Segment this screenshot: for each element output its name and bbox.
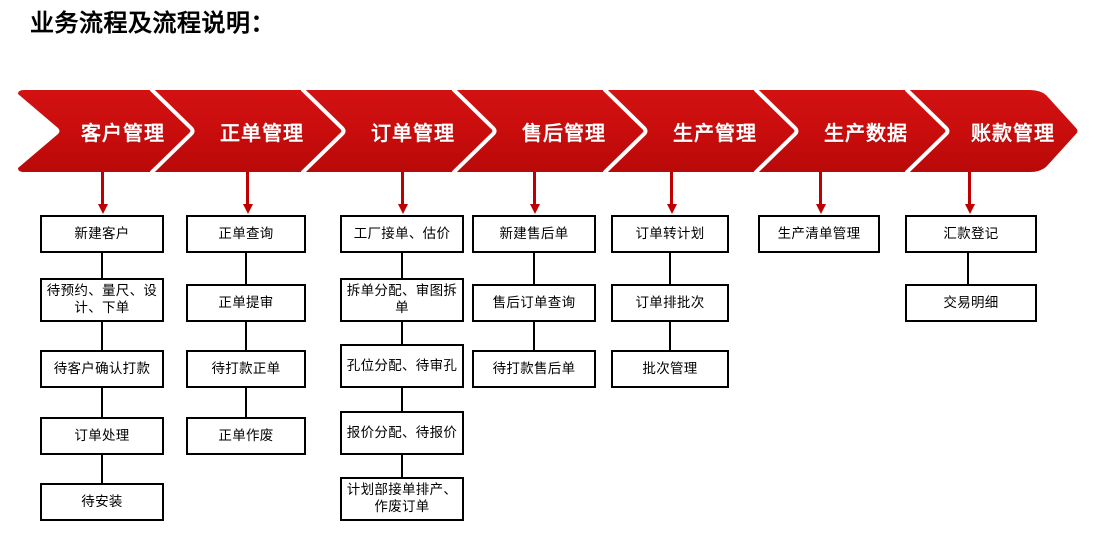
- flow-box-c3-1[interactable]: 工厂接单、估价: [340, 215, 464, 253]
- flow-box-c3-3[interactable]: 孔位分配、待审孔: [340, 344, 464, 388]
- red-arrow-col-4: [533, 172, 536, 205]
- connector-c3-1-2: [401, 253, 403, 278]
- flow-box-c1-5[interactable]: 待安装: [40, 483, 164, 521]
- flow-box-c2-4[interactable]: 正单作废: [186, 417, 306, 455]
- flow-box-label: 待打款售后单: [492, 360, 576, 377]
- flow-box-c4-3[interactable]: 待打款售后单: [472, 350, 596, 388]
- flow-box-label: 生产清单管理: [777, 225, 861, 242]
- flow-box-label: 新建客户: [74, 225, 130, 242]
- flow-box-label: 报价分配、待报价: [346, 424, 458, 441]
- flow-box-c2-1[interactable]: 正单查询: [186, 215, 306, 253]
- flow-box-c5-1[interactable]: 订单转计划: [611, 215, 729, 253]
- connector-c4-2-3: [533, 322, 535, 350]
- red-arrow-col-6: [819, 172, 822, 205]
- flow-box-c7-1[interactable]: 汇款登记: [905, 215, 1037, 253]
- flow-box-label: 订单处理: [74, 427, 130, 444]
- red-arrow-col-5: [670, 172, 673, 205]
- flow-box-label: 批次管理: [642, 360, 698, 377]
- flow-box-c1-3[interactable]: 待客户确认打款: [40, 350, 164, 388]
- flow-box-label: 孔位分配、待审孔: [346, 357, 458, 374]
- red-arrow-col-2: [246, 172, 249, 205]
- flow-box-c3-5[interactable]: 计划部接单排产、作废订单: [340, 477, 464, 521]
- flow-box-c7-2[interactable]: 交易明细: [905, 284, 1037, 322]
- flow-box-label: 汇款登记: [943, 225, 999, 242]
- flow-box-c4-1[interactable]: 新建售后单: [472, 215, 596, 253]
- chevron-separators: [150, 90, 950, 172]
- connector-c2-3-4: [245, 388, 247, 417]
- connector-c2-1-2: [245, 253, 247, 284]
- flow-box-c1-2[interactable]: 待预约、量尺、设计、下单: [40, 278, 164, 322]
- flow-box-c5-2[interactable]: 订单排批次: [611, 284, 729, 322]
- connector-c5-1-2: [669, 253, 671, 284]
- red-arrow-col-7: [968, 172, 971, 205]
- page-title: 业务流程及流程说明：: [30, 9, 275, 37]
- flow-box-label: 工厂接单、估价: [353, 225, 451, 242]
- flow-box-c5-3[interactable]: 批次管理: [611, 350, 729, 388]
- red-arrow-col-1: [101, 172, 104, 205]
- connector-c1-4-5: [101, 455, 103, 483]
- connector-c1-3-4: [101, 388, 103, 417]
- connector-c2-2-3: [245, 322, 247, 350]
- flow-box-label: 售后订单查询: [492, 294, 576, 311]
- flow-box-label: 交易明细: [943, 294, 999, 311]
- flow-box-c2-2[interactable]: 正单提审: [186, 284, 306, 322]
- flow-box-c1-4[interactable]: 订单处理: [40, 417, 164, 455]
- flow-box-label: 待客户确认打款: [53, 360, 151, 377]
- connector-c5-2-3: [669, 322, 671, 350]
- banner-body: [18, 90, 1078, 172]
- flow-box-label: 正单作废: [218, 427, 274, 444]
- flow-box-c4-2[interactable]: 售后订单查询: [472, 284, 596, 322]
- flow-box-c3-4[interactable]: 报价分配、待报价: [340, 411, 464, 455]
- flow-box-label: 待预约、量尺、设计、下单: [46, 283, 158, 316]
- connector-c4-1-2: [533, 253, 535, 284]
- connector-c3-4-5: [401, 455, 403, 477]
- connector-c1-1-2: [101, 253, 103, 278]
- flow-box-label: 拆单分配、审图拆单: [346, 283, 458, 316]
- flow-box-label: 正单查询: [218, 225, 274, 242]
- process-stage-banner: 客户管理 正单管理 订单管理 售后管理 生产管理 生产数据 账款管理: [18, 90, 1078, 172]
- flow-box-label: 计划部接单排产、作废订单: [346, 482, 458, 515]
- red-arrow-col-3: [401, 172, 404, 205]
- flow-box-label: 正单提审: [218, 294, 274, 311]
- connector-c7-1-2: [967, 253, 969, 284]
- flow-box-label: 待安装: [81, 493, 123, 510]
- flow-box-label: 订单转计划: [635, 225, 705, 242]
- flow-box-label: 新建售后单: [499, 225, 569, 242]
- flow-box-c1-1[interactable]: 新建客户: [40, 215, 164, 253]
- flow-box-c2-3[interactable]: 待打款正单: [186, 350, 306, 388]
- connector-c3-3-4: [401, 388, 403, 411]
- flow-box-c6-1[interactable]: 生产清单管理: [758, 215, 880, 253]
- banner-shape: [18, 90, 1078, 172]
- flow-box-label: 订单排批次: [635, 294, 705, 311]
- connector-c3-2-3: [401, 322, 403, 344]
- flow-box-label: 待打款正单: [211, 360, 281, 377]
- connector-c1-2-3: [101, 322, 103, 350]
- flow-box-c3-2[interactable]: 拆单分配、审图拆单: [340, 278, 464, 322]
